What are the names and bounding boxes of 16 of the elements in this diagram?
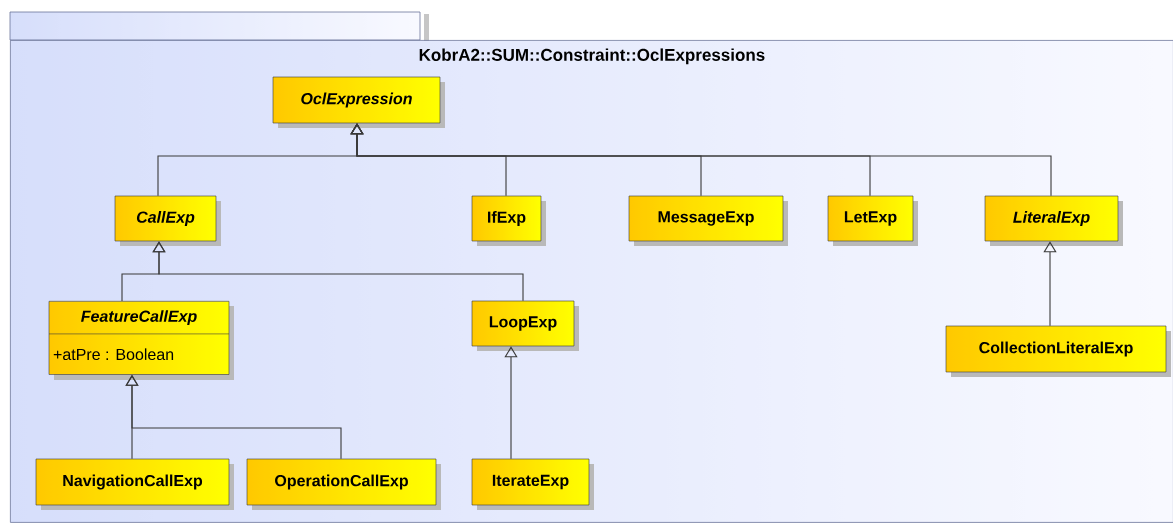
- class-box: LiteralExp: [984, 195, 1123, 246]
- class-box: FeatureCallExp +atPre : Boolean: [48, 301, 234, 380]
- class-box: CallExp: [114, 195, 221, 246]
- class-box: IfExp: [471, 195, 546, 246]
- generalization-arrow: [152, 241, 524, 302]
- class-box: NavigationCallExp: [35, 458, 234, 510]
- class-box: MessageExp: [628, 195, 788, 246]
- class-box: OperationCallExp: [246, 458, 441, 510]
- generalization-arrow: [504, 346, 518, 460]
- class-box: LoopExp: [471, 300, 579, 351]
- class-box: CollectionLiteralExp: [945, 325, 1171, 377]
- generalization-arrow: [350, 123, 1052, 197]
- class-box: IterateExp: [471, 458, 594, 510]
- class-box: OclExpression: [272, 76, 445, 128]
- generalization-arrow: [1043, 241, 1057, 327]
- class-box: LetExp: [827, 195, 918, 246]
